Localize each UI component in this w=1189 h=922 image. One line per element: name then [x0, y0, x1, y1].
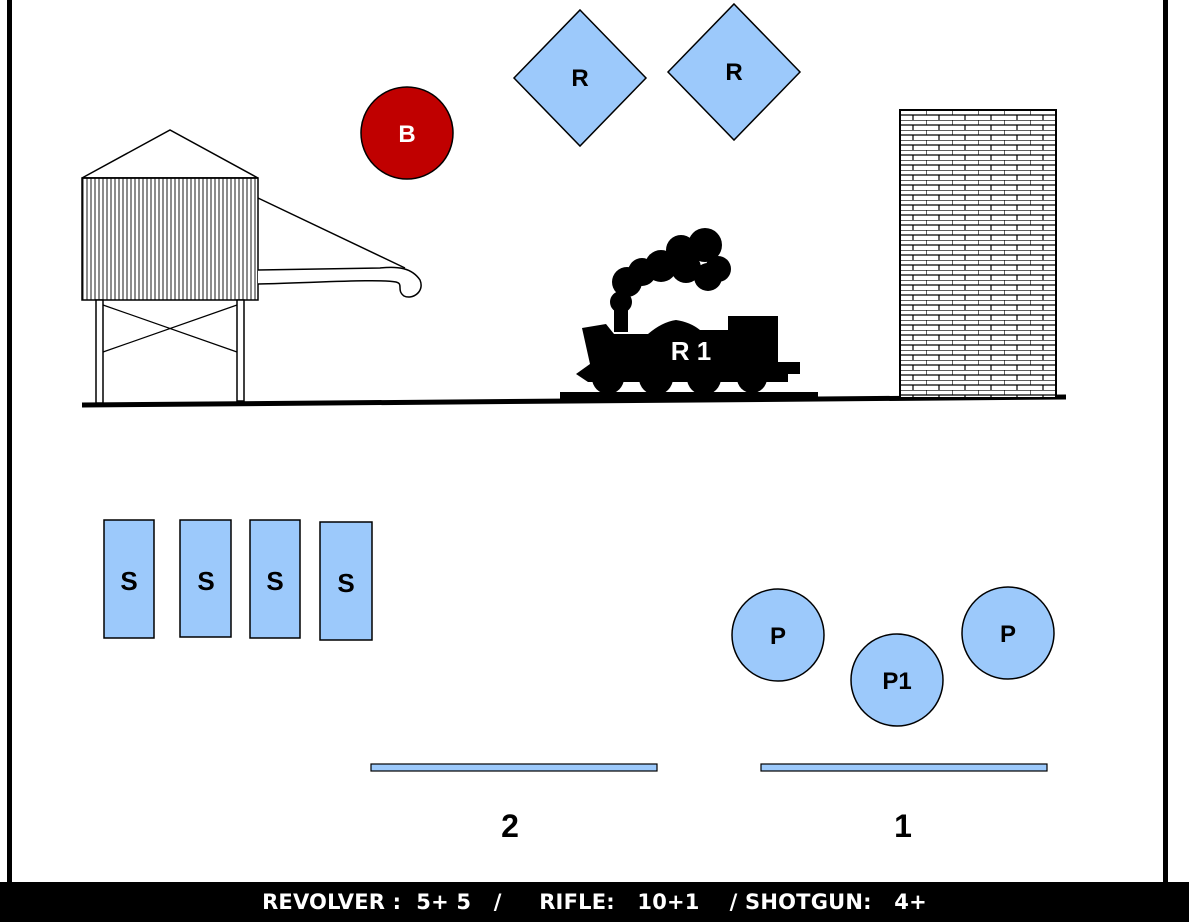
- table-2-label: 2: [501, 808, 519, 844]
- rifle-target-a: [512, 8, 648, 148]
- round-count-banner: REVOLVER : 5+ 5 / RIFLE: 10+1 / SHOTGUN:…: [0, 882, 1189, 922]
- shotgun-target-label: S: [266, 566, 283, 596]
- bonus-target-label: B: [398, 121, 415, 148]
- rifle-target-a-label: R: [571, 65, 588, 92]
- locomotive-icon: [560, 228, 818, 400]
- water-tower-icon: [81, 129, 422, 404]
- bonus-target: [360, 86, 454, 180]
- pistol-target-center-label: P1: [882, 668, 911, 695]
- shooting-table-2: [370, 763, 658, 772]
- rifle-target-b: [666, 2, 802, 142]
- shotgun-target: [319, 521, 373, 641]
- brick-wall: [899, 109, 1057, 399]
- shotgun-target-label: S: [197, 566, 214, 596]
- shooting-table-1: [760, 763, 1048, 772]
- left-border: [7, 0, 12, 882]
- shotgun-target: [179, 519, 232, 638]
- pistol-target-right: [961, 586, 1055, 680]
- shotgun-target-label: S: [120, 566, 137, 596]
- pistol-target-left-label: P: [770, 623, 786, 650]
- pistol-target-center: [850, 633, 944, 727]
- train-target-label: R 1: [671, 336, 711, 366]
- rifle-target-b-label: R: [725, 59, 742, 86]
- round-count-text: REVOLVER : 5+ 5 / RIFLE: 10+1 / SHOTGUN:…: [262, 890, 927, 914]
- pistol-target-right-label: P: [1000, 621, 1016, 648]
- right-border: [1163, 0, 1168, 882]
- shotgun-target-label: S: [337, 568, 354, 598]
- pistol-target-left: [731, 588, 825, 682]
- table-1-label: 1: [894, 808, 912, 844]
- shotgun-target: [103, 519, 155, 639]
- shotgun-target: [249, 519, 301, 639]
